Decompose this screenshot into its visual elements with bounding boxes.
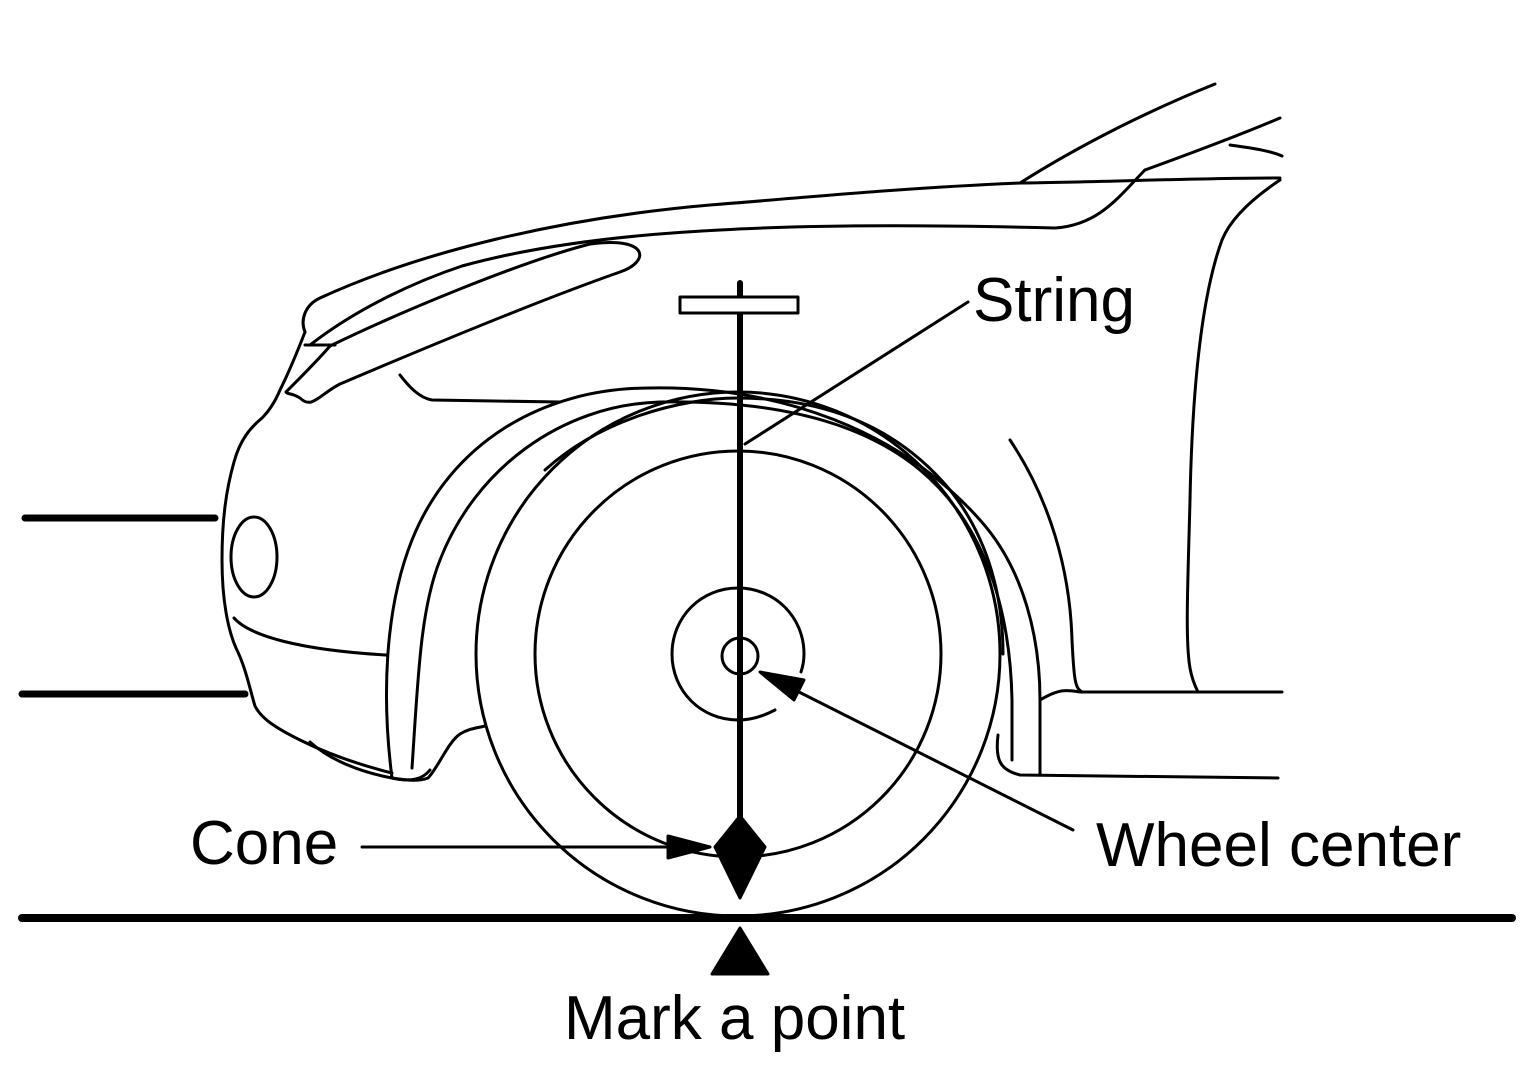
wheel-center-label: Wheel center bbox=[1096, 811, 1462, 880]
cone-weight bbox=[713, 814, 767, 900]
wheel-center-arrowhead bbox=[758, 670, 806, 702]
mark-point-label: Mark a point bbox=[564, 984, 906, 1053]
cone-label: Cone bbox=[190, 809, 339, 878]
string-assembly bbox=[678, 280, 800, 900]
mark-triangle bbox=[710, 926, 770, 976]
string-leader bbox=[743, 300, 970, 446]
wheel-center-leader bbox=[793, 688, 1075, 832]
cone-arrowhead bbox=[666, 834, 712, 860]
tire-shoulder bbox=[543, 396, 1005, 656]
string-holder-bar bbox=[678, 295, 800, 315]
string-label: String bbox=[973, 266, 1135, 335]
car-body bbox=[220, 82, 1284, 782]
